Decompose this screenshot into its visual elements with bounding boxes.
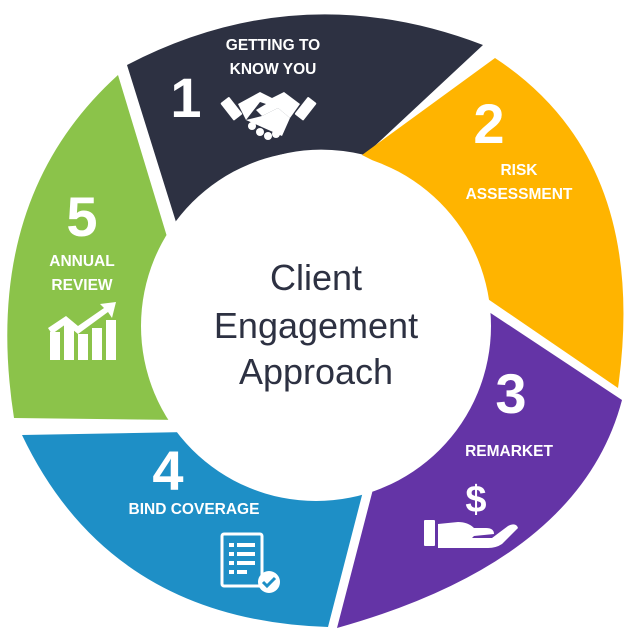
center-circle: [141, 151, 491, 501]
segment-2-label-line-2: ASSESSMENT: [466, 186, 573, 203]
segment-1-number: 1: [170, 66, 201, 129]
center-title-line-2: Engagement: [214, 305, 418, 346]
segment-5-label-line-1: ANNUAL: [49, 253, 114, 270]
segment-4-number: 4: [152, 439, 183, 502]
document-check-icon: [220, 532, 280, 593]
svg-text:$: $: [465, 479, 486, 521]
segment-3: 3 REMARKET $: [337, 310, 622, 628]
segment-4-label: BIND COVERAGE: [129, 501, 260, 518]
growth-chart-icon: [48, 302, 116, 360]
segment-5-number: 5: [66, 185, 97, 248]
segment-3-label: REMARKET: [465, 443, 553, 460]
segment-2-label-line-1: RISK: [500, 162, 538, 179]
segment-2-shape: [362, 58, 624, 388]
segment-2-number: 2: [473, 92, 504, 155]
center-title-line-3: Approach: [239, 351, 393, 392]
segment-5: 5 ANNUAL REVIEW: [7, 75, 186, 420]
center-title-line-1: Client: [270, 257, 362, 298]
segment-1-label-line-1: GETTING TO: [226, 37, 320, 54]
segment-5-label-line-2: REVIEW: [51, 277, 113, 294]
segment-1-label-line-2: KNOW YOU: [230, 61, 317, 78]
segment-1: 1 GETTING TO KNOW YOU: [127, 14, 483, 222]
segment-3-shape: [337, 310, 622, 628]
hand-dollar-icon: $: [424, 479, 518, 548]
handshake-icon: [220, 92, 317, 140]
segment-3-number: 3: [495, 362, 526, 425]
segment-2: 2 RISK ASSESSMENT: [362, 58, 624, 388]
